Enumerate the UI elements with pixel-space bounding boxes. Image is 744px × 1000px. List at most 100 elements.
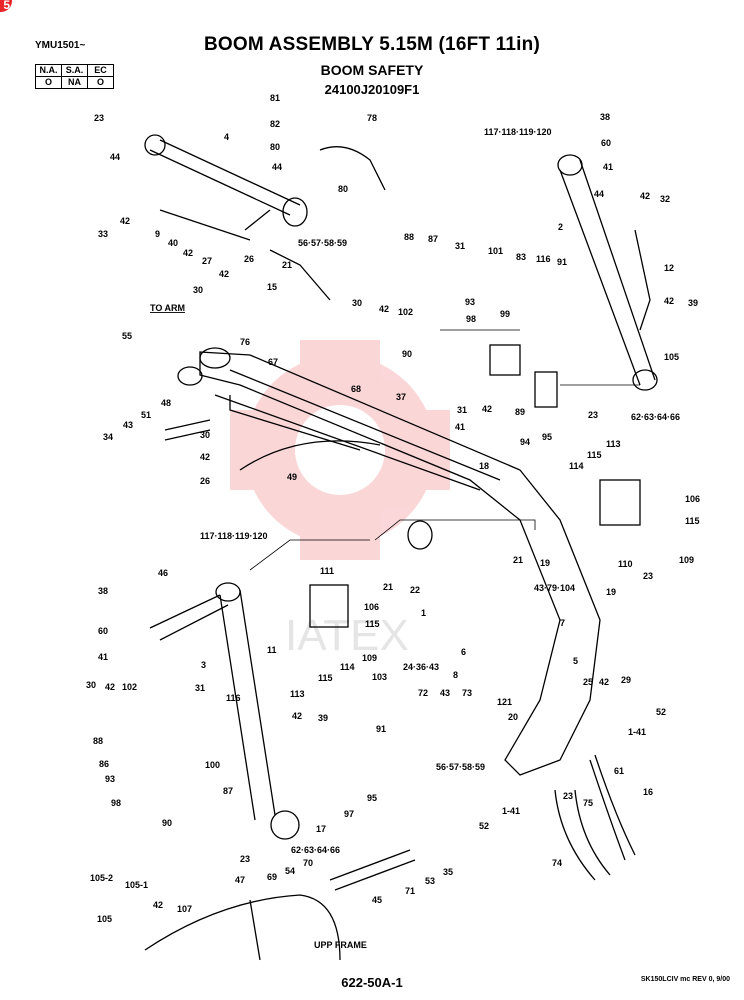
callout: 31 <box>457 405 467 415</box>
callout: 114 <box>340 662 355 672</box>
label-upp-frame: UPP FRAME <box>314 940 367 950</box>
callout: 5 <box>573 656 578 666</box>
callout: 44 <box>272 162 282 172</box>
callout: 106 <box>685 494 700 504</box>
watermark-logo <box>230 340 450 560</box>
callout: 42 <box>599 677 609 687</box>
callout: 117·118·119·120 <box>200 531 268 541</box>
callout: 53 <box>425 876 435 886</box>
callout: 69 <box>267 872 277 882</box>
callout: 105-1 <box>125 880 148 890</box>
callout: 102 <box>122 682 137 692</box>
callout: 102 <box>398 307 413 317</box>
callout: 3 <box>201 660 206 670</box>
callout: 101 <box>488 246 503 256</box>
callout: 9 <box>155 229 160 239</box>
callout: 11 <box>267 645 277 655</box>
callout: 52 <box>656 707 666 717</box>
callout: 117·118·119·120 <box>484 127 552 137</box>
callout: 67 <box>268 357 278 367</box>
callout: 103 <box>372 672 387 682</box>
callout: 23 <box>563 791 573 801</box>
callout: 16 <box>643 787 653 797</box>
drawing-linework <box>144 134 658 961</box>
callout: 62·63·64·66 <box>291 845 340 855</box>
callout: 115 <box>587 450 602 460</box>
callout: 23 <box>240 854 250 864</box>
label-to-arm: TO ARM <box>150 303 185 313</box>
callout: 55 <box>122 331 132 341</box>
callout: 1-41 <box>628 727 646 737</box>
callout: 113 <box>290 689 305 699</box>
callout: 70 <box>303 858 313 868</box>
callout: 23 <box>588 410 598 420</box>
callout: 116 <box>536 254 551 264</box>
callout: 34 <box>103 432 113 442</box>
callout: 19 <box>540 558 550 568</box>
callout: 26 <box>244 254 254 264</box>
callout: 106 <box>364 602 379 612</box>
callout: 1-41 <box>502 806 520 816</box>
callout: 109 <box>362 653 377 663</box>
callout: 72 <box>418 688 428 698</box>
callout: 38 <box>600 112 610 122</box>
callout: 107 <box>177 904 192 914</box>
callout: 42 <box>379 304 389 314</box>
callout: 68 <box>351 384 361 394</box>
callout: 43 <box>440 688 450 698</box>
callout: 4 <box>224 132 229 142</box>
callout: 44 <box>110 152 120 162</box>
callout: 42 <box>105 682 115 692</box>
callout: 47 <box>235 875 245 885</box>
spec-table: N.A. S.A. EC O NA O <box>35 64 114 89</box>
callout: 41 <box>603 162 613 172</box>
callout: 82 <box>270 119 280 129</box>
callout: 25 <box>583 677 593 687</box>
callout: 113 <box>606 439 621 449</box>
callout: 61 <box>614 766 624 776</box>
callout: 76 <box>240 337 250 347</box>
callout: 21 <box>383 582 393 592</box>
callout: 52 <box>479 821 489 831</box>
callout: 89 <box>515 407 525 417</box>
callout: 30 <box>352 298 362 308</box>
callout: 42 <box>219 269 229 279</box>
callout: 87 <box>223 786 233 796</box>
callout: 29 <box>621 675 631 685</box>
callout: 111 <box>320 566 334 576</box>
callout: 71 <box>405 886 415 896</box>
callout: 40 <box>168 238 178 248</box>
callout: 39 <box>688 298 698 308</box>
callout: 114 <box>569 461 584 471</box>
watermark-text: IATEX <box>285 611 409 660</box>
callout: 91 <box>376 724 386 734</box>
page-number: 622-50A-1 <box>341 975 403 990</box>
callout: 39 <box>318 713 328 723</box>
callout: 15 <box>267 282 277 292</box>
callout: 43·79·104 <box>534 583 575 593</box>
model-code: YMU1501~ <box>35 40 86 51</box>
callout: 100 <box>205 760 220 770</box>
spec-value-ec: O <box>87 76 114 89</box>
callout: 62·63·64·66 <box>631 412 680 422</box>
callout: 98 <box>111 798 121 808</box>
callout: 56·57·58·59 <box>298 238 347 248</box>
callout: 78 <box>367 113 377 123</box>
callout: 48 <box>161 398 171 408</box>
callout: 37 <box>396 392 406 402</box>
callout: 42 <box>664 296 674 306</box>
callout: 46 <box>158 568 168 578</box>
callout: 2 <box>558 222 563 232</box>
callout: 17 <box>316 824 326 834</box>
callout: 81 <box>270 93 280 103</box>
callout: 43 <box>123 420 133 430</box>
callout: 51 <box>141 410 151 420</box>
callout: 95 <box>542 432 552 442</box>
callout: 110 <box>618 559 633 569</box>
callout: 94 <box>520 437 530 447</box>
callout: 45 <box>372 895 382 905</box>
callout: 88 <box>93 736 103 746</box>
callout: 105 <box>664 352 679 362</box>
callout: 83 <box>516 252 526 262</box>
